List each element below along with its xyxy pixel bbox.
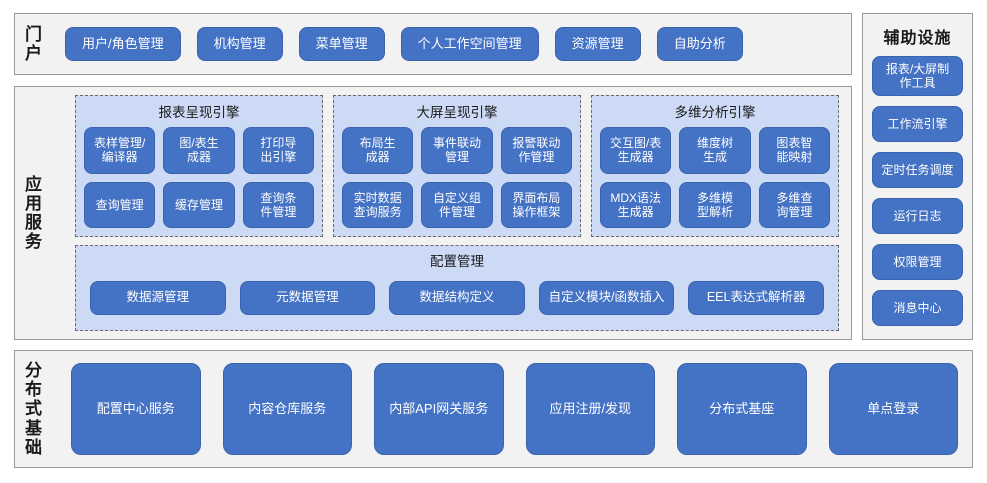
base-button-content-repository-service[interactable]: 内容仓库服务 [222,363,352,455]
configuration-management-group: 配置管理 数据源管理 元数据管理 数据结构定义 自定义模块/函数插入 EEL表达… [75,245,839,331]
distributed-base-label: 分 布 式 基 础 [25,361,43,457]
auxiliary-facilities-title: 辅助设施 [883,30,952,47]
config-button-data-structure-definition[interactable]: 数据结构定义 [389,280,525,315]
engine-dashboard-rendering: 大屏呈现引擎 布局生 成器 事件联动 管理 报警联动 作管理 实时数据 查询服务… [333,95,581,237]
engine-item-ui-layout-operation-framework[interactable]: 界面布局 操作框架 [500,181,572,228]
portal-button-menu-management[interactable]: 菜单管理 [298,27,385,61]
engine-multidimensional-analysis-grid: 交互图/表 生成器 维度树 生成 图表智 能映射 MDX语法 生成器 多维模 型… [600,127,830,228]
engine-item-mdx-syntax-generator[interactable]: MDX语法 生成器 [600,181,672,228]
engine-item-layout-generator[interactable]: 布局生 成器 [342,127,414,174]
engine-item-chart-smart-mapping[interactable]: 图表智 能映射 [758,127,830,174]
portal-button-personal-workspace-management[interactable]: 个人工作空间管理 [400,27,539,61]
application-services-label: 应 用 服 务 [25,174,43,252]
aux-button-workflow-engine[interactable]: 工作流引擎 [872,106,963,142]
engine-dashboard-rendering-grid: 布局生 成器 事件联动 管理 报警联动 作管理 实时数据 查询服务 自定义组 件… [342,127,572,228]
engine-item-interactive-chart-table-generator[interactable]: 交互图/表 生成器 [600,127,672,174]
aux-button-runtime-log[interactable]: 运行日志 [872,198,963,234]
distributed-base-section: 分 布 式 基 础 配置中心服务 内容仓库服务 内部API网关服务 应用注册/发… [14,350,973,468]
base-button-internal-api-gateway-service[interactable]: 内部API网关服务 [374,363,504,455]
base-button-config-center-service[interactable]: 配置中心服务 [71,363,201,455]
engine-item-cache-management[interactable]: 缓存管理 [163,181,235,228]
application-services-body: 报表呈现引擎 表样管理/ 编译器 图/表生 成器 打印导 出引擎 查询管理 缓存… [75,95,839,331]
aux-button-report-dashboard-authoring-tool[interactable]: 报表/大屏制 作工具 [872,56,963,96]
engine-item-dimension-tree-generation[interactable]: 维度树 生成 [679,127,751,174]
application-services-section: 应 用 服 务 报表呈现引擎 表样管理/ 编译器 图/表生 成器 打印导 出引擎… [14,86,852,340]
auxiliary-facilities-section: 辅助设施 报表/大屏制 作工具 工作流引擎 定时任务调度 运行日志 权限管理 消… [862,13,973,340]
portal-button-row: 用户/角色管理 机构管理 菜单管理 个人工作空间管理 资源管理 自助分析 [65,14,841,74]
engine-item-print-export-engine[interactable]: 打印导 出引擎 [242,127,314,174]
engine-multidimensional-analysis-title: 多维分析引擎 [674,105,756,120]
config-button-datasource-management[interactable]: 数据源管理 [90,280,226,315]
portal-button-org-management[interactable]: 机构管理 [196,27,283,61]
portal-button-self-service-analysis[interactable]: 自助分析 [656,27,743,61]
config-button-metadata-management[interactable]: 元数据管理 [239,280,376,315]
engine-multidimensional-analysis: 多维分析引擎 交互图/表 生成器 维度树 生成 图表智 能映射 MDX语法 生成… [591,95,839,237]
engine-report-rendering-title: 报表呈现引擎 [158,105,240,120]
engine-item-query-management[interactable]: 查询管理 [84,181,156,228]
engine-item-multidimensional-model-parsing[interactable]: 多维模 型解析 [679,181,751,228]
configuration-management-title: 配置管理 [430,254,484,269]
engine-item-template-management-compiler[interactable]: 表样管理/ 编译器 [84,127,156,174]
config-button-custom-module-function-insertion[interactable]: 自定义模块/函数插入 [538,280,675,315]
portal-button-resource-management[interactable]: 资源管理 [554,27,641,61]
distributed-base-button-row: 配置中心服务 内容仓库服务 内部API网关服务 应用注册/发现 分布式基座 单点… [71,363,958,455]
base-button-app-registration-discovery[interactable]: 应用注册/发现 [525,363,655,455]
portal-button-user-role-management[interactable]: 用户/角色管理 [65,27,181,61]
portal-section: 门 户 用户/角色管理 机构管理 菜单管理 个人工作空间管理 资源管理 自助分析 [14,13,852,75]
engine-dashboard-rendering-title: 大屏呈现引擎 [416,105,498,120]
aux-button-message-center[interactable]: 消息中心 [872,290,963,326]
engine-item-event-linkage-management[interactable]: 事件联动 管理 [421,127,493,174]
engine-item-alarm-linkage-action-management[interactable]: 报警联动 作管理 [500,127,572,174]
base-button-distributed-foundation[interactable]: 分布式基座 [677,363,807,455]
engine-item-custom-component-management[interactable]: 自定义组 件管理 [421,181,493,228]
engine-item-multidimensional-query-management[interactable]: 多维查 询管理 [758,181,830,228]
engine-item-chart-table-generator[interactable]: 图/表生 成器 [163,127,235,174]
base-button-single-sign-on[interactable]: 单点登录 [828,363,958,455]
aux-button-permission-management[interactable]: 权限管理 [872,244,963,280]
auxiliary-facilities-list: 报表/大屏制 作工具 工作流引擎 定时任务调度 运行日志 权限管理 消息中心 [872,56,963,331]
configuration-management-row: 数据源管理 元数据管理 数据结构定义 自定义模块/函数插入 EEL表达式解析器 [86,275,828,322]
engine-report-rendering-grid: 表样管理/ 编译器 图/表生 成器 打印导 出引擎 查询管理 缓存管理 查询条 … [84,127,314,228]
engine-report-rendering: 报表呈现引擎 表样管理/ 编译器 图/表生 成器 打印导 出引擎 查询管理 缓存… [75,95,323,237]
engine-row: 报表呈现引擎 表样管理/ 编译器 图/表生 成器 打印导 出引擎 查询管理 缓存… [75,95,839,237]
portal-section-label: 门 户 [25,24,43,63]
engine-item-query-condition-management[interactable]: 查询条 件管理 [242,181,314,228]
engine-item-realtime-data-query-service[interactable]: 实时数据 查询服务 [342,181,414,228]
aux-button-scheduled-task-scheduler[interactable]: 定时任务调度 [872,152,963,188]
config-button-eel-expression-parser[interactable]: EEL表达式解析器 [688,280,824,315]
